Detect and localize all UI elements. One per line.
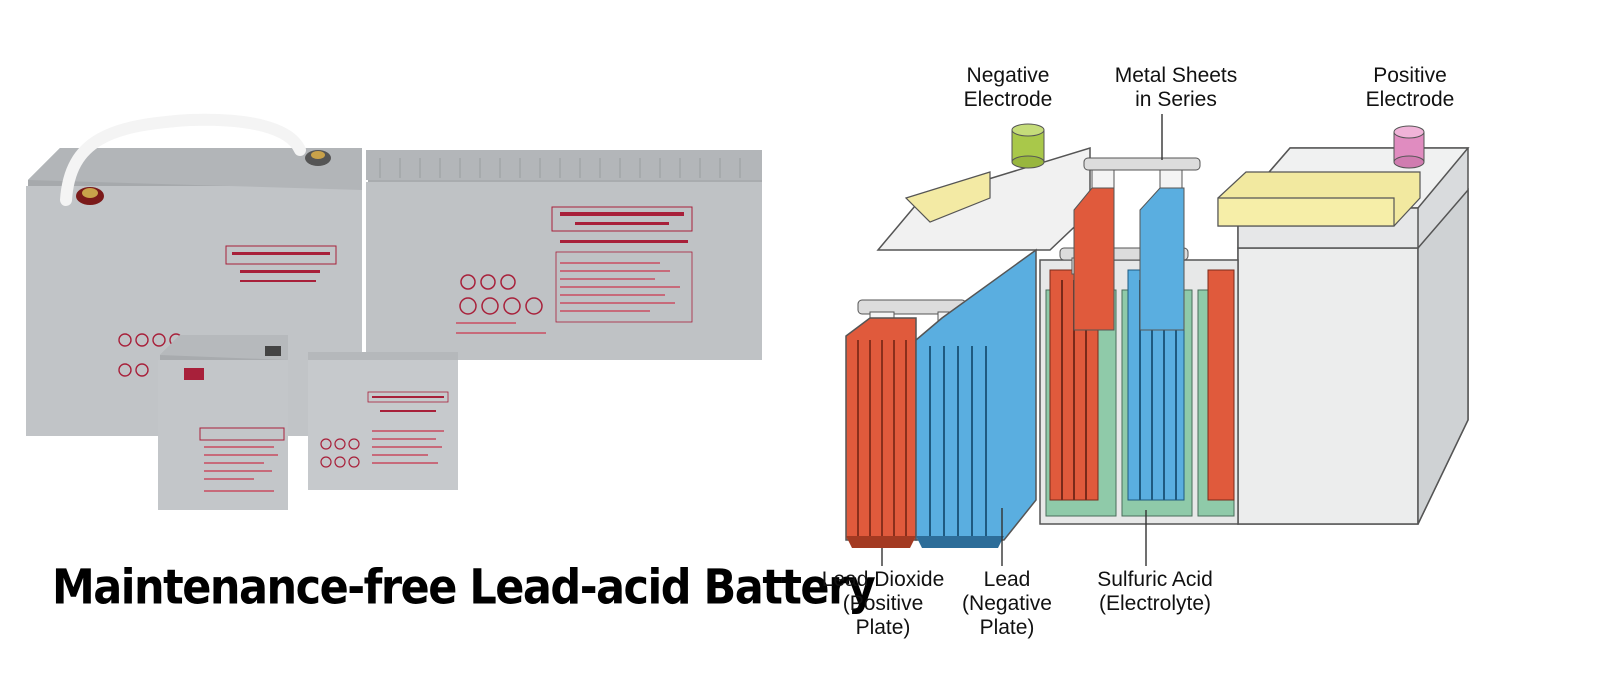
battery-products-illustration (26, 113, 762, 510)
battery-cutaway-diagram (845, 114, 1470, 566)
negative-terminal (1011, 123, 1045, 169)
small-battery (158, 335, 288, 510)
leader-lines (881, 114, 1163, 566)
label-metal-sheets: Metal Sheets in Series (1114, 64, 1238, 111)
label-positive-electrode: Positive Electrode (1365, 64, 1455, 111)
label-lead-dioxide: Lead Dioxide (Positive Plate) (821, 568, 945, 639)
medium-battery (308, 352, 458, 490)
page-title: Maintenance-free Lead-acid Battery (52, 560, 876, 616)
label-lead: Lead (Negative Plate) (962, 568, 1052, 639)
label-negative-electrode: Negative Electrode (963, 64, 1053, 111)
positive-terminal (1393, 125, 1425, 169)
label-sulfuric-acid: Sulfuric Acid (Electrolyte) (1097, 568, 1213, 615)
metal-sheets-connector (1073, 157, 1201, 331)
lead-plate (915, 248, 1037, 548)
large-battery (366, 150, 762, 360)
